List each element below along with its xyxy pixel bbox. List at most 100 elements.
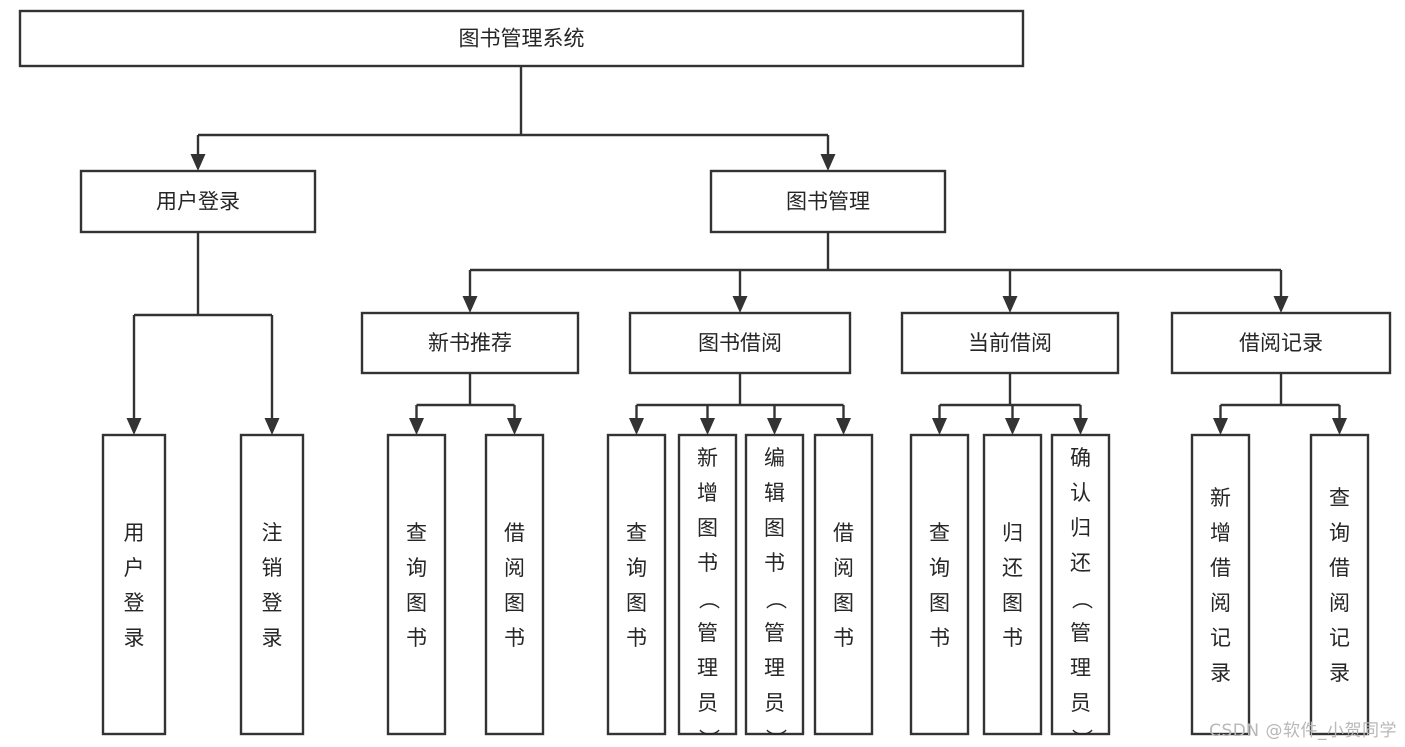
svg-text:图: 图 (504, 591, 525, 615)
connector-l3-0-leaf-1-arrowhead (507, 418, 522, 435)
node-l3-当前借阅[interactable]: 当前借阅 (900, 311, 1120, 375)
node-root-图书管理系统[interactable]: 图书管理系统 (18, 9, 1025, 68)
svg-text:员: 员 (697, 691, 718, 715)
connector-layer (126, 66, 1347, 435)
connector-to-l3-2-arrowhead (1002, 296, 1018, 313)
svg-text:管: 管 (697, 621, 718, 645)
connector-l3-1-leaf-3-arrowhead (836, 418, 851, 435)
node-label: 借阅记录 (1239, 331, 1323, 355)
svg-text:编: 编 (764, 446, 785, 470)
node-l2-用户登录[interactable]: 用户登录 (79, 169, 317, 234)
node-label: 图书借阅 (698, 331, 782, 355)
connector-l3-1-leaf-2-arrowhead (767, 418, 782, 435)
svg-text:新: 新 (1210, 486, 1231, 510)
node-box[interactable] (909, 433, 970, 736)
node-label: 当前借阅 (968, 331, 1052, 355)
svg-text:图: 图 (764, 516, 785, 540)
svg-text:询: 询 (626, 556, 647, 580)
node-box[interactable] (386, 433, 447, 736)
node-label: 图书管理系统 (459, 27, 585, 51)
svg-text:确: 确 (1070, 446, 1091, 470)
svg-text:）: ） (1070, 729, 1094, 747)
node-box[interactable] (606, 433, 667, 736)
node-layer: 图书管理系统用户登录图书管理新书推荐图书借阅当前借阅借阅记录用户登录注销登录查询… (18, 9, 1392, 747)
node-box[interactable] (1170, 311, 1392, 375)
node-box[interactable] (1050, 433, 1111, 736)
svg-text:图: 图 (406, 591, 427, 615)
svg-text:录: 录 (124, 626, 145, 650)
node-box[interactable] (744, 433, 805, 736)
svg-text:（: （ (764, 589, 788, 610)
connector-to-l2-1-arrowhead (820, 154, 836, 171)
svg-text:借: 借 (504, 521, 525, 545)
svg-text:书: 书 (697, 551, 718, 575)
node-box[interactable] (18, 9, 1025, 68)
node-box[interactable] (709, 169, 947, 234)
svg-text:注: 注 (262, 521, 283, 545)
connector-l3-3-leaf-1-arrowhead (1332, 418, 1347, 435)
svg-text:借: 借 (833, 521, 854, 545)
svg-text:查: 查 (626, 521, 647, 545)
svg-text:增: 增 (1210, 521, 1231, 545)
node-box[interactable] (79, 169, 317, 234)
svg-text:书: 书 (406, 626, 427, 650)
node-box[interactable] (900, 311, 1120, 375)
node-l3-新书推荐[interactable]: 新书推荐 (360, 311, 580, 375)
connector-l3-2-leaf-0-arrowhead (932, 418, 947, 435)
connector-l3-1-leaf-0-arrowhead (629, 418, 644, 435)
node-box[interactable] (982, 433, 1043, 736)
node-box[interactable] (628, 311, 852, 375)
svg-text:查: 查 (1329, 486, 1350, 510)
svg-text:书: 书 (833, 626, 854, 650)
node-label: 新书推荐 (428, 331, 512, 355)
node-box[interactable] (1309, 433, 1370, 736)
svg-text:理: 理 (697, 656, 718, 680)
svg-text:认: 认 (1070, 481, 1091, 505)
svg-text:图: 图 (833, 591, 854, 615)
svg-text:书: 书 (929, 626, 950, 650)
connector-l3-3-leaf-0-arrowhead (1213, 418, 1228, 435)
node-l3-借阅记录[interactable]: 借阅记录 (1170, 311, 1392, 375)
node-box[interactable] (1190, 433, 1251, 736)
node-box[interactable] (813, 433, 874, 736)
node-l2-图书管理[interactable]: 图书管理 (709, 169, 947, 234)
svg-text:管: 管 (1070, 621, 1091, 645)
svg-text:借: 借 (1329, 556, 1350, 580)
node-box[interactable] (484, 433, 545, 736)
node-box[interactable] (239, 433, 305, 736)
svg-text:员: 员 (1070, 691, 1091, 715)
node-l3-图书借阅[interactable]: 图书借阅 (628, 311, 852, 375)
svg-text:阅: 阅 (1210, 591, 1231, 615)
svg-text:户: 户 (124, 556, 145, 580)
svg-text:辑: 辑 (764, 481, 785, 505)
connector-login-leaf-0-arrowhead (126, 418, 142, 435)
svg-text:书: 书 (626, 626, 647, 650)
connector-to-l3-3-arrowhead (1273, 296, 1289, 313)
connector-login-leaf-1-arrowhead (264, 418, 280, 435)
node-box[interactable] (677, 433, 738, 736)
node-box[interactable] (101, 433, 167, 736)
svg-text:查: 查 (406, 521, 427, 545)
svg-text:书: 书 (504, 626, 525, 650)
node-leaf-0-用户登录[interactable]: 用户登录 (101, 433, 167, 736)
svg-text:记: 记 (1210, 626, 1231, 650)
node-box[interactable] (360, 311, 580, 375)
